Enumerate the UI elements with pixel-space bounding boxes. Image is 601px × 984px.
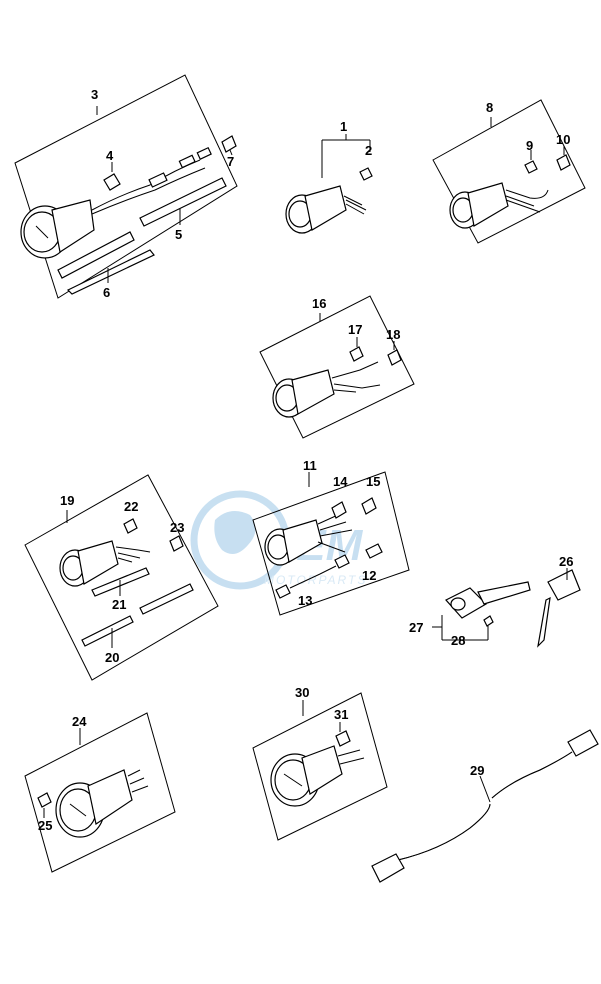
group-1: 1 2 [285, 119, 373, 234]
harness-plug-left[interactable] [371, 853, 405, 883]
part-13-connector[interactable] [275, 584, 291, 599]
callout-5: 5 [175, 227, 182, 242]
callout-26: 26 [559, 554, 573, 569]
group-26-27-28: 26 27 28 [409, 554, 581, 648]
watermark-continent-icon [214, 511, 256, 554]
part-17-bulb[interactable] [349, 346, 364, 362]
part-18-socket[interactable] [387, 349, 402, 366]
part-6-cable-tie[interactable] [66, 249, 155, 295]
group-8: 8 9 10 [432, 99, 586, 244]
part-31-bulb[interactable] [335, 730, 351, 747]
callout-2: 2 [365, 143, 372, 158]
callout-8: 8 [486, 100, 493, 115]
part-28-screw[interactable] [483, 615, 494, 627]
group-3: 3 4 7 5 6 [14, 74, 238, 300]
part-26-bracket[interactable] [547, 569, 581, 601]
callout-10: 10 [556, 132, 570, 147]
part-22-bulb[interactable] [123, 518, 138, 534]
callout-24: 24 [72, 714, 87, 729]
part-5-tube[interactable] [139, 177, 227, 227]
callout-15: 15 [366, 474, 380, 489]
group-11: 11 14 15 12 13 [252, 458, 410, 616]
callout-22: 22 [124, 499, 138, 514]
part-29-harness: 29 [371, 729, 599, 883]
part-23-socket[interactable] [169, 535, 184, 552]
callout-17: 17 [348, 322, 362, 337]
callout-29: 29 [470, 763, 484, 778]
callout-23: 23 [170, 520, 184, 535]
part-9-bulb[interactable] [524, 160, 538, 174]
callout-12: 12 [362, 568, 376, 583]
part-20-tube[interactable] [139, 583, 194, 615]
callout-7: 7 [227, 154, 234, 169]
group-24: 24 25 [24, 712, 176, 873]
group-11-frame [252, 471, 410, 616]
part-12-connector[interactable] [334, 554, 350, 569]
part-10-socket[interactable] [556, 154, 571, 171]
group-16: 16 17 18 [259, 295, 415, 439]
group-19-frame [24, 474, 219, 681]
callout-31: 31 [334, 707, 348, 722]
callout-21: 21 [112, 597, 126, 612]
callout-14: 14 [333, 474, 348, 489]
part-14-bulb[interactable] [331, 501, 347, 519]
watermark-subtitle: MOTORPARTS [264, 573, 367, 587]
callout-6: 6 [103, 285, 110, 300]
harness-plug-right[interactable] [567, 729, 599, 757]
part-15-socket[interactable] [361, 497, 377, 515]
part-2-bulb[interactable] [359, 167, 373, 181]
part-5-tube-lower[interactable] [57, 231, 135, 279]
callout-19: 19 [60, 493, 74, 508]
part-7-socket[interactable] [221, 135, 237, 153]
callout-4: 4 [106, 148, 114, 163]
part-20-tube-lower[interactable] [81, 615, 134, 647]
harness-wire-lower[interactable] [397, 803, 491, 861]
callout-11: 11 [303, 458, 317, 473]
group-30-frame [252, 692, 388, 841]
group-30: 30 31 [252, 685, 388, 841]
callout-3: 3 [91, 87, 98, 102]
callout-16: 16 [312, 296, 326, 311]
part-25-bulb[interactable] [37, 792, 52, 808]
callout-20: 20 [105, 650, 119, 665]
group-16-frame [259, 295, 415, 439]
callout-28: 28 [451, 633, 465, 648]
callout-9: 9 [526, 138, 533, 153]
group-24-frame [24, 712, 176, 873]
callout-27: 27 [409, 620, 423, 635]
callout-25: 25 [38, 818, 52, 833]
callout-30: 30 [295, 685, 309, 700]
part-4-bulb[interactable] [103, 173, 121, 191]
callout-1: 1 [340, 119, 347, 134]
callout-18: 18 [386, 327, 400, 342]
callout-13: 13 [298, 593, 312, 608]
group-19: 19 22 23 21 20 [24, 474, 219, 681]
